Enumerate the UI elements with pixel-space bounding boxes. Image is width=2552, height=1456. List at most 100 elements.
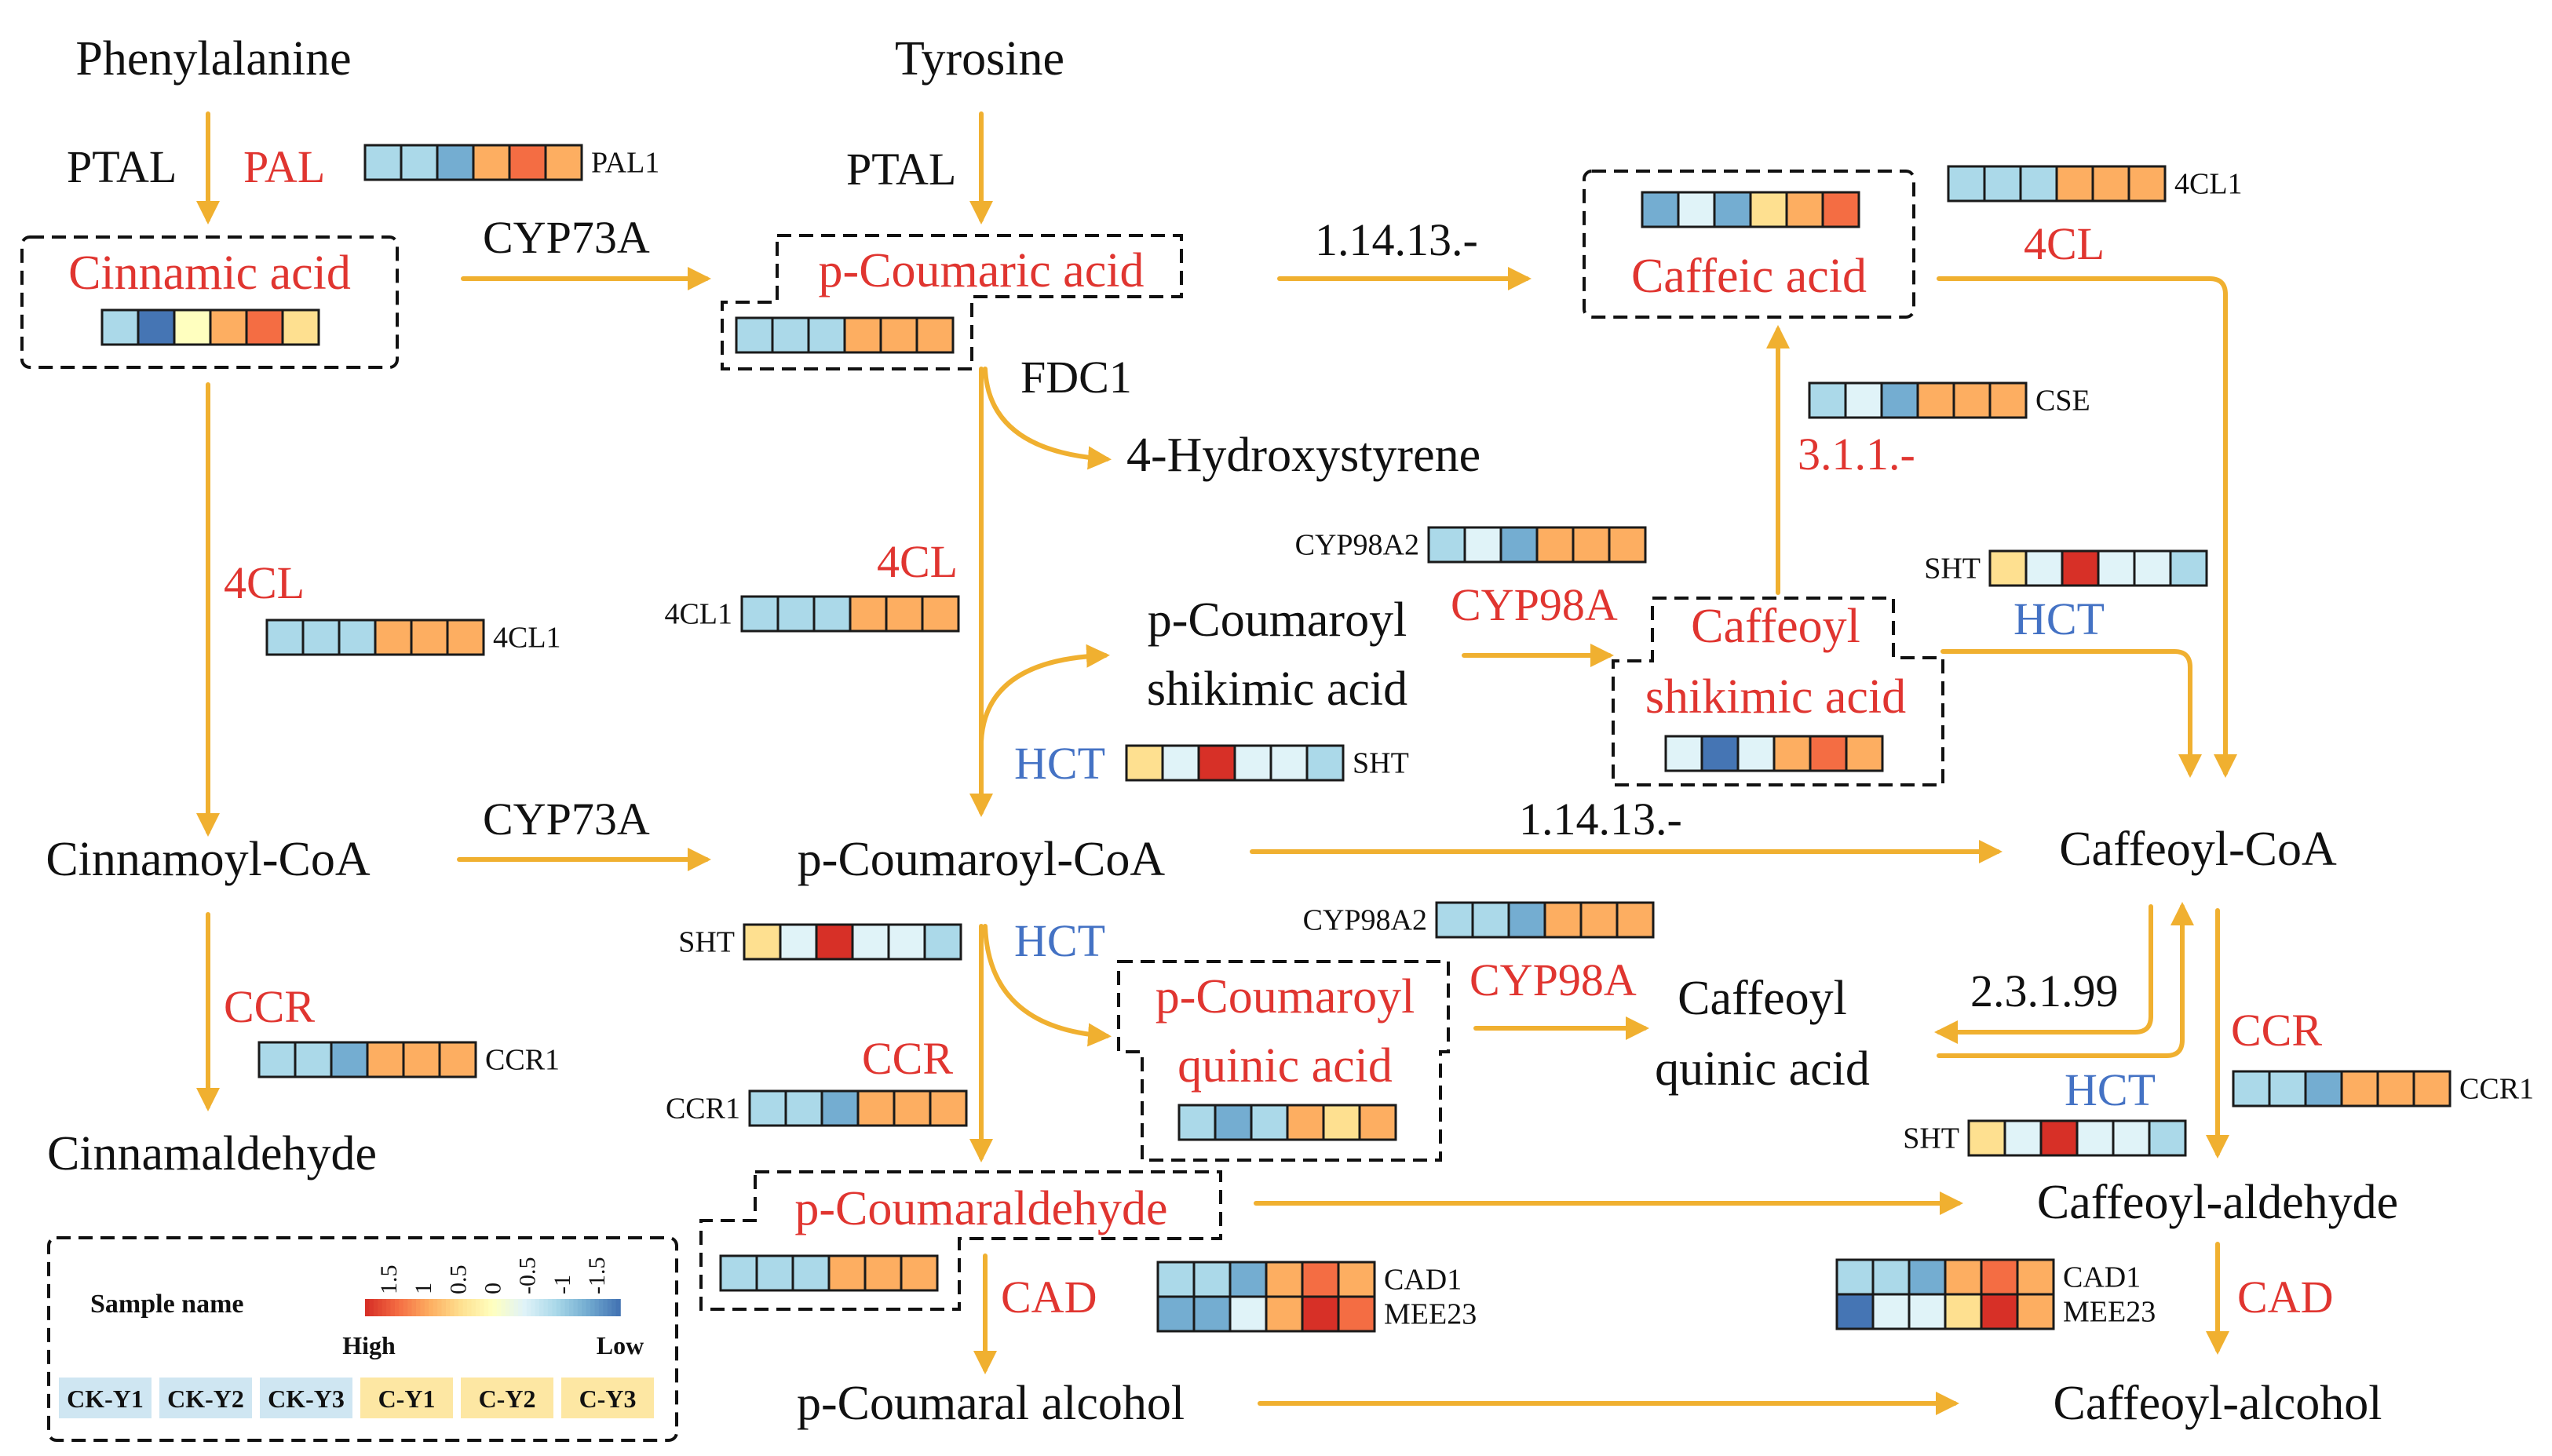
legend-gradient-step (505, 1299, 510, 1316)
heatmap-cell (1301, 1261, 1340, 1298)
heatmap-cell (436, 144, 475, 181)
legend-gradient-step (382, 1299, 387, 1316)
heatmap-gene-label: 4CL1 (664, 597, 732, 630)
legend-gradient-step (547, 1299, 553, 1316)
legend-gradient-step (437, 1299, 443, 1316)
heatmap-cell (410, 619, 449, 656)
legend-gradient-step (582, 1299, 587, 1316)
legend-gradient-step (480, 1299, 485, 1316)
legend-gradient-step (458, 1299, 464, 1316)
enzyme-cyp98a-low: CYP98A (1469, 954, 1637, 1005)
legend-gradient-step (399, 1299, 404, 1316)
heatmap-cell (1641, 191, 1680, 228)
heatmap-cell (1337, 1295, 1376, 1333)
heatmap-cell (1944, 1293, 1983, 1330)
legend-gradient-step (573, 1299, 579, 1316)
heatmap-cell (1192, 1295, 1232, 1333)
legend-sample-swatch (260, 1378, 352, 1418)
legend-tick-label: 1.5 (376, 1265, 402, 1295)
legend-gradient-step (496, 1299, 502, 1316)
legend-gradient-step (424, 1299, 430, 1316)
heatmap-cell (1535, 526, 1575, 564)
legend-gradient-step (450, 1299, 455, 1316)
legend-high: High (342, 1331, 396, 1359)
heatmap-cell (1983, 165, 2022, 203)
heatmap-cyp98a2_low: CYP98A2 (1303, 901, 1655, 939)
heatmap-cell (294, 1041, 333, 1078)
enzyme-ccr-left: CCR (224, 981, 315, 1032)
heatmap-cell (2268, 1070, 2307, 1108)
heatmap-cell (740, 595, 779, 633)
heatmap-cell (1844, 381, 1883, 419)
compound-cinnamoyl-coa: Cinnamoyl-CoA (46, 833, 371, 886)
enzyme-fdc1: FDC1 (1020, 352, 1132, 403)
heatmap-cell (2412, 1070, 2452, 1108)
legend-gradient-step (590, 1299, 596, 1316)
enzyme-ptal-right: PTAL (846, 144, 956, 195)
compound-caffeic-acid: Caffeic acid (1631, 250, 1867, 303)
heatmap-cell (1579, 901, 1619, 939)
legend-gradient-step (569, 1299, 575, 1316)
legend-gradient-step (594, 1299, 600, 1316)
heatmap-cell (281, 308, 320, 346)
legend-gradient-step (615, 1299, 621, 1316)
heatmap-gene-label: 4CL1 (493, 621, 561, 654)
heatmap-cell (1749, 191, 1788, 228)
heatmap-cell (402, 1041, 441, 1078)
heatmap-sht_mid: SHT (1125, 744, 1409, 782)
legend-gradient-step (386, 1299, 392, 1316)
heatmap-cell (446, 619, 485, 656)
heatmap-gene-label: MEE23 (2063, 1295, 2156, 1328)
legend-gradient-step (598, 1299, 604, 1316)
enzyme-hct-right-low: HCT (2065, 1064, 2156, 1115)
compound-caffeoyl-coa: Caffeoyl-CoA (2059, 823, 2337, 876)
heatmap-cell (1229, 1295, 1268, 1333)
heatmap-cell (1471, 901, 1510, 939)
arrow-pcoumaroylcoa-to-shikimic (979, 644, 1110, 744)
heatmap-cell (508, 144, 547, 181)
legend-gradient-step (467, 1299, 473, 1316)
heatmap-cell (2091, 165, 2130, 203)
legend-gradient-step (471, 1299, 476, 1316)
expression-heatmaps: PAL14CL1CSE4CL14CL1CYP98A2SHTSHTSHTCYP98… (100, 144, 2534, 1333)
heatmap-cell (137, 308, 176, 346)
legend-gradient-step (509, 1299, 515, 1316)
legend-tick-label: 1 (411, 1283, 436, 1294)
legend-color-scale (365, 1299, 621, 1316)
heatmap-caffeic (1641, 191, 1860, 228)
compound-p-coumaral-alcohol: p-Coumaral alcohol (797, 1377, 1185, 1430)
heatmap-cell (1572, 526, 1611, 564)
legend-low: Low (597, 1331, 644, 1359)
legend-sample-label: C-Y1 (378, 1385, 436, 1413)
heatmap-cell (2097, 549, 2136, 587)
heatmap-cell (1871, 1258, 1911, 1296)
heatmap-cell (2232, 1070, 2271, 1108)
heatmap-cell (1125, 744, 1164, 782)
heatmap-cell (1664, 735, 1703, 772)
heatmap-cell (1507, 901, 1546, 939)
heatmap-pcq (1177, 1104, 1397, 1141)
heatmap-caffeoyl_shik (1664, 735, 1884, 772)
heatmap-cell (1616, 901, 1655, 939)
legend-gradient-step (454, 1299, 459, 1316)
compound-caffeoyl-quinic-1: Caffeoyl (1678, 972, 1847, 1025)
heatmap-cell (735, 316, 774, 354)
legend-gradient-step (513, 1299, 519, 1316)
arrow-caffeoylquinic-to-caffeoylcoa (1937, 902, 2194, 1058)
heatmap-cell (1821, 191, 1860, 228)
heatmap-cell (1980, 1293, 2019, 1330)
enzyme-ccr-right: CCR (2231, 1005, 2322, 1056)
legend-gradient-step (501, 1299, 506, 1316)
compound-p-coumaraldehyde: p-Coumaraldehyde (794, 1182, 1167, 1235)
enzyme-cad-mid: CAD (1001, 1272, 1097, 1323)
compound-p-coumaroyl-quinic-1: p-Coumaroyl (1156, 970, 1415, 1024)
legend-gradient-step (433, 1299, 438, 1316)
legend-sample-label: C-Y3 (579, 1385, 637, 1413)
heatmap-cell (812, 595, 852, 633)
heatmap-cell (1192, 1261, 1232, 1298)
heatmap-cell (827, 1254, 867, 1292)
heatmap-cell (301, 619, 341, 656)
